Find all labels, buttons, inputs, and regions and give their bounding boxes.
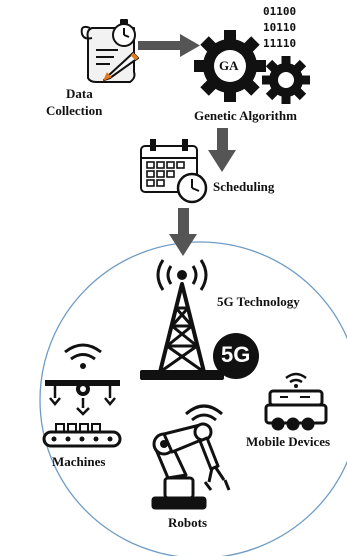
binary-row: 11110 [263, 37, 297, 50]
mobile-robot-icon [264, 389, 328, 431]
arrow-data-to-ga [138, 34, 200, 57]
scheduling-label: Scheduling [213, 179, 275, 194]
wifi-icon [64, 343, 102, 369]
network-circle [39, 241, 347, 556]
gears-icon [194, 30, 310, 104]
document-stopwatch-pencil-icon [80, 19, 139, 83]
binary-row: 10110 [263, 21, 297, 34]
fiveg-badge-label: 5G [221, 342, 251, 367]
ga-badge-label: GA [219, 58, 239, 73]
data-collection-label-2: Collection [46, 103, 103, 118]
arrow-scheduling-to-5g [169, 208, 197, 256]
fiveg-technology-label: 5G Technology [217, 294, 300, 309]
robots-label: Robots [168, 515, 208, 530]
arrow-ga-to-scheduling [208, 128, 236, 172]
robot-arm-icon [151, 422, 231, 510]
calendar-clock-icon [140, 139, 208, 204]
cell-tower-icon [140, 259, 259, 380]
mobile-devices-label: Mobile Devices [246, 434, 331, 449]
machines-icon [42, 380, 122, 448]
machines-label: Machines [52, 454, 106, 469]
genetic-algorithm-label: Genetic Algorithm [194, 108, 297, 123]
data-collection-label-1: Data [66, 86, 93, 101]
wifi-icon [285, 372, 307, 388]
binary-row: 01100 [263, 5, 297, 18]
